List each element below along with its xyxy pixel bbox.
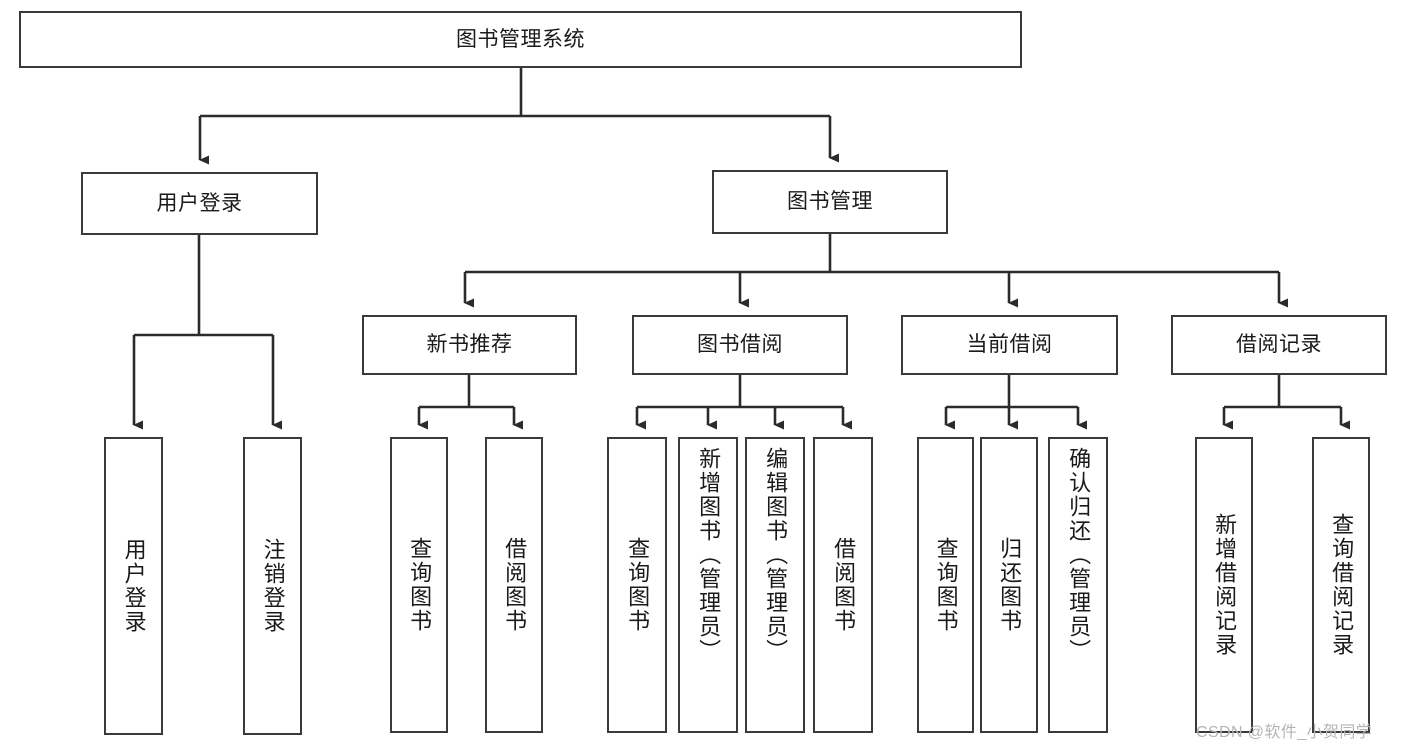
node-user-login[interactable]: 用户登录 — [81, 172, 318, 235]
node-leaf-user-login[interactable]: 用户登录 — [104, 437, 163, 735]
node-leaf-borrow-edit-book[interactable]: 编辑图书（管理员） — [745, 437, 805, 733]
node-new-book-recommend-label: 新书推荐 — [426, 333, 513, 357]
node-leaf-borrow-lend-book[interactable]: 借阅图书 — [813, 437, 873, 733]
node-leaf-cur-return-book-label: 归还图书 — [997, 537, 1023, 633]
node-leaf-rec-query-record-label: 查询借阅记录 — [1329, 513, 1355, 657]
node-leaf-user-logout[interactable]: 注销登录 — [243, 437, 302, 735]
node-leaf-rec-query-book[interactable]: 查询图书 — [390, 437, 448, 733]
node-book-borrow[interactable]: 图书借阅 — [632, 315, 848, 375]
node-leaf-cur-query-book-label: 查询图书 — [933, 537, 959, 633]
node-leaf-borrow-lend-book-label: 借阅图书 — [831, 537, 857, 633]
node-new-book-recommend[interactable]: 新书推荐 — [362, 315, 577, 375]
node-book-manage-label: 图书管理 — [787, 190, 873, 214]
node-leaf-cur-query-book[interactable]: 查询图书 — [917, 437, 974, 733]
node-current-borrow[interactable]: 当前借阅 — [901, 315, 1118, 375]
node-leaf-cur-confirm-return-label: 确认归还（管理员） — [1066, 447, 1092, 663]
node-current-borrow-label: 当前借阅 — [966, 333, 1053, 357]
node-leaf-cur-return-book[interactable]: 归还图书 — [980, 437, 1038, 733]
node-leaf-borrow-query-book-label: 查询图书 — [625, 537, 651, 633]
node-leaf-user-logout-label: 注销登录 — [260, 538, 286, 634]
node-user-login-label: 用户登录 — [156, 191, 243, 215]
node-leaf-borrow-add-book[interactable]: 新增图书（管理员） — [678, 437, 738, 733]
node-leaf-rec-query-book-label: 查询图书 — [407, 537, 433, 633]
node-leaf-rec-add-record-label: 新增借阅记录 — [1212, 513, 1238, 657]
node-leaf-borrow-add-book-label: 新增图书（管理员） — [696, 447, 722, 663]
node-borrow-record-label: 借阅记录 — [1236, 333, 1322, 357]
csdn-watermark: CSDN @软件_小贺同学 — [1196, 724, 1373, 741]
node-leaf-cur-confirm-return[interactable]: 确认归还（管理员） — [1048, 437, 1108, 733]
node-root-label: 图书管理系统 — [456, 27, 585, 51]
node-borrow-record[interactable]: 借阅记录 — [1171, 315, 1387, 375]
node-leaf-rec-add-record[interactable]: 新增借阅记录 — [1195, 437, 1253, 733]
node-leaf-rec-borrow-book-label: 借阅图书 — [502, 537, 528, 633]
node-book-borrow-label: 图书借阅 — [697, 333, 783, 357]
node-leaf-borrow-edit-book-label: 编辑图书（管理员） — [763, 447, 789, 663]
node-root[interactable]: 图书管理系统 — [19, 11, 1022, 68]
node-leaf-user-login-label: 用户登录 — [121, 538, 147, 634]
node-book-manage[interactable]: 图书管理 — [712, 170, 948, 234]
node-leaf-rec-borrow-book[interactable]: 借阅图书 — [485, 437, 543, 733]
node-leaf-rec-query-record[interactable]: 查询借阅记录 — [1312, 437, 1370, 733]
node-leaf-borrow-query-book[interactable]: 查询图书 — [607, 437, 667, 733]
